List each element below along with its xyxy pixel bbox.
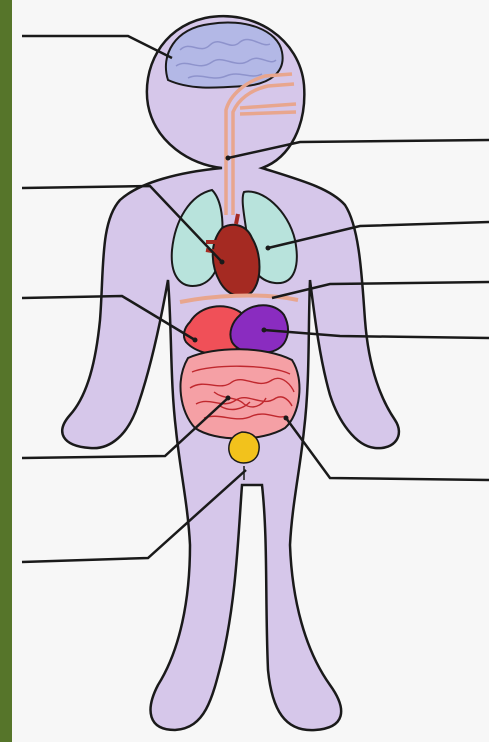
brain xyxy=(166,22,283,87)
leader-line-brain xyxy=(22,36,172,58)
bladder xyxy=(229,432,259,463)
